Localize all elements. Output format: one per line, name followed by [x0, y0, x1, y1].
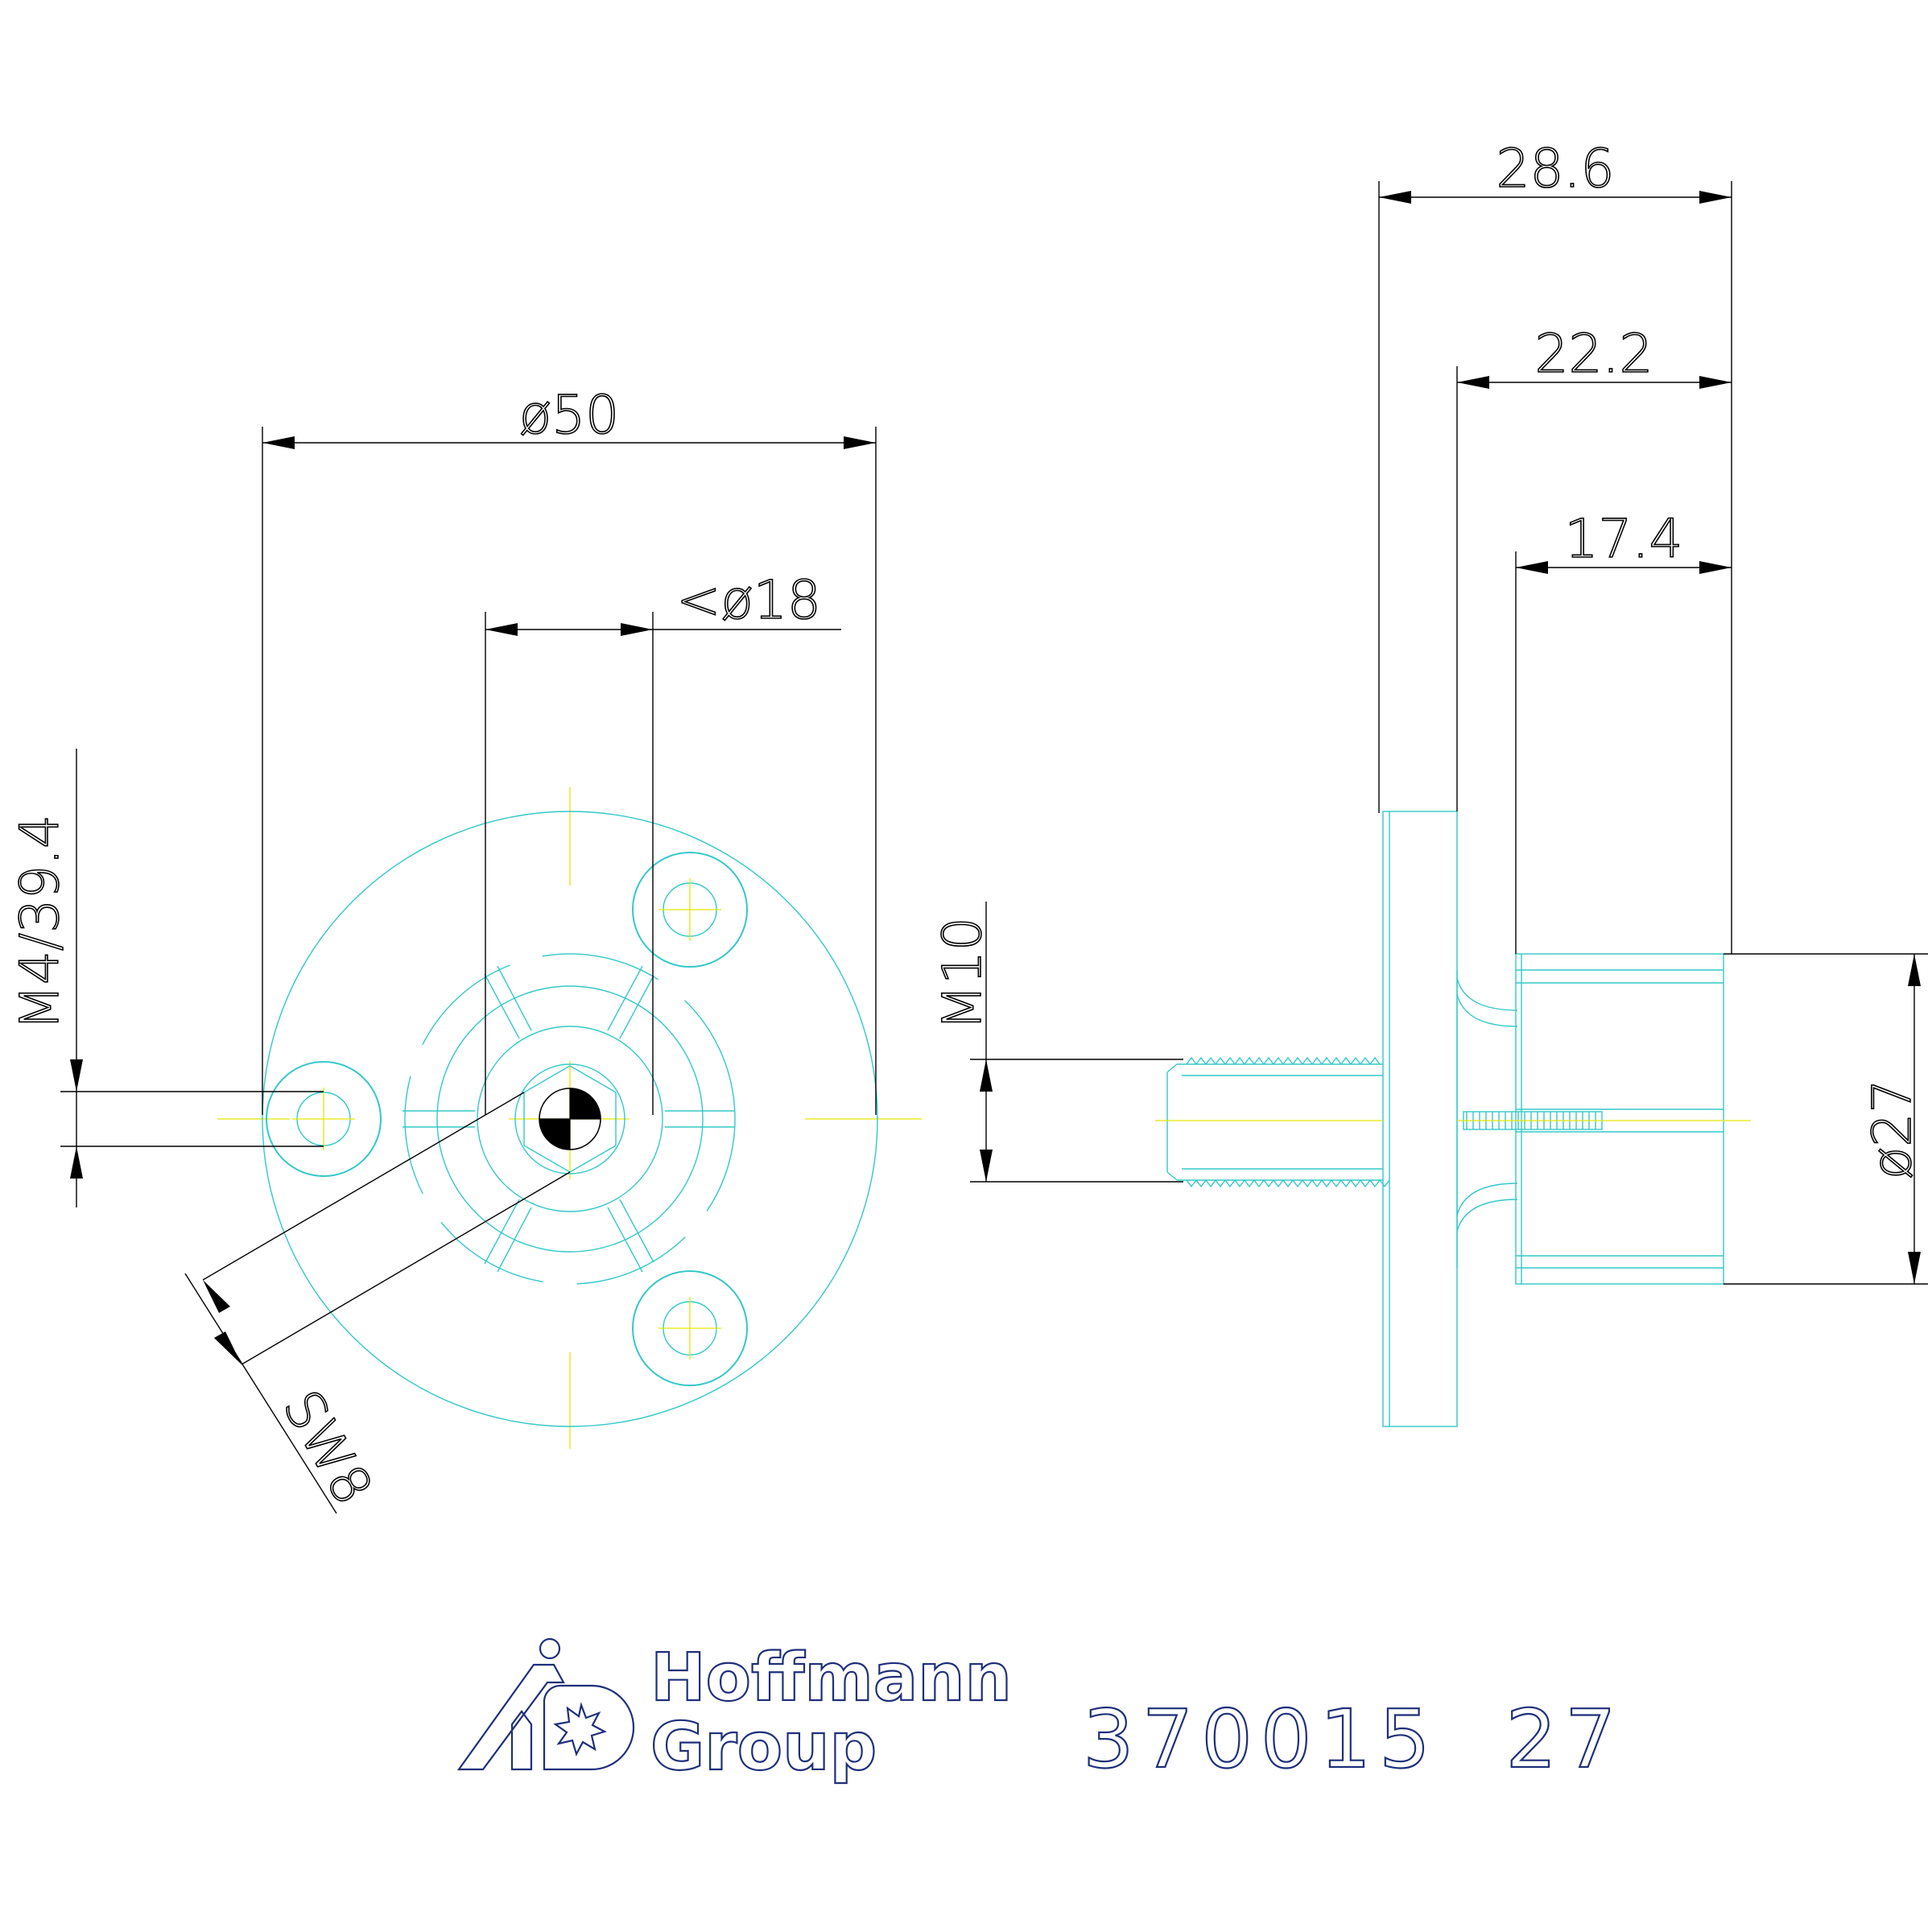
front-view: ø50 <ø18 M4/39.4 SW8 [8, 383, 922, 1516]
part-number: 370015 27 [1083, 1692, 1624, 1786]
w286-label: 28.6 [1496, 138, 1615, 200]
logo-line1: Hoffmann [650, 1640, 1012, 1716]
threaded-stud [1155, 1056, 1390, 1188]
dia27-label: ø27 [1861, 1080, 1923, 1179]
mounting-hole-bottom [632, 1270, 748, 1386]
w174-label: 17.4 [1565, 508, 1683, 570]
hoffmann-logo: Hoffmann Group [456, 1637, 1013, 1786]
dim-222: 22.2 [1456, 322, 1732, 811]
dim-dia27: ø27 [1724, 953, 1928, 1285]
mounting-hole-left [266, 1061, 382, 1177]
hub-body [1456, 953, 1724, 1285]
dia18-label: <ø18 [676, 569, 821, 631]
side-view: 28.6 22.2 17.4 M10 [931, 137, 1928, 1427]
mounting-hole-top [632, 852, 748, 968]
dim-174: 17.4 [1515, 507, 1732, 954]
outer-disc [262, 811, 878, 1427]
dim-dia18: <ø18 [485, 568, 841, 1115]
dim-m4: M4/39.4 [8, 749, 324, 1208]
sw8-label: SW8 [270, 1381, 384, 1516]
dim-dia50: ø50 [262, 383, 877, 1115]
center-bolt [539, 1088, 601, 1150]
m10-label: M10 [931, 917, 993, 1030]
logo-mark-icon [456, 1637, 635, 1771]
dia50-label: ø50 [519, 384, 619, 446]
segmented-ring [402, 953, 736, 1285]
dim-m10: M10 [931, 902, 1183, 1183]
internal-screw [1457, 1111, 1751, 1130]
logo-line2: Group [650, 1709, 877, 1785]
dim-286: 28.6 [1378, 137, 1732, 954]
base-plate [1382, 811, 1458, 1427]
m4-label: M4/39.4 [9, 815, 71, 1030]
dim-sw8: SW8 [184, 1092, 571, 1516]
w222-label: 22.2 [1535, 323, 1653, 385]
